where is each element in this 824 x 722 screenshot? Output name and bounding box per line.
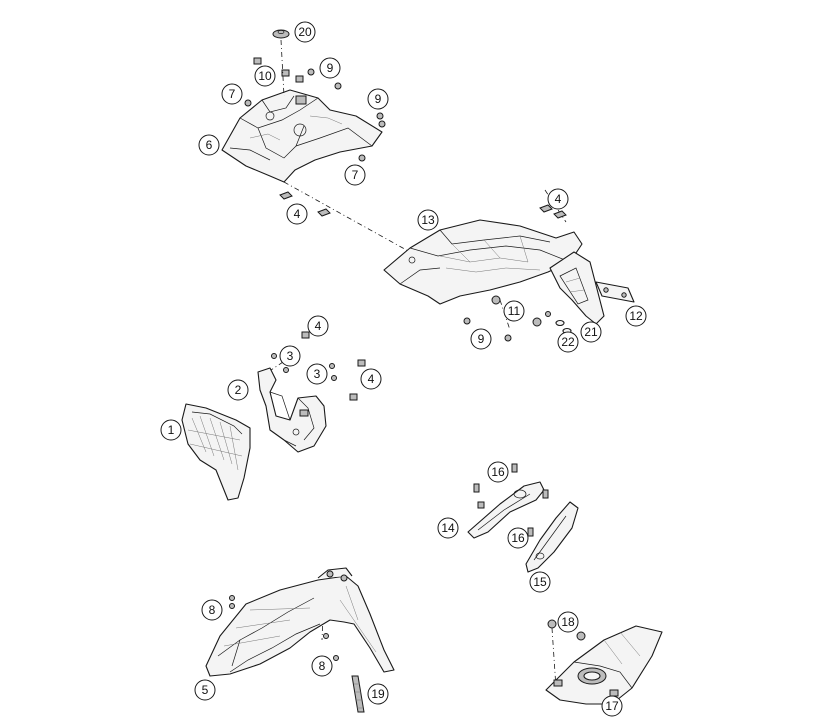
callout-20: 20 — [294, 21, 316, 43]
fasteners-group-middle-right — [473, 463, 549, 537]
part-1-number-plate — [181, 403, 251, 501]
svg-text:4: 4 — [555, 192, 562, 206]
callout-21: 21 — [580, 321, 602, 343]
callout-2: 2 — [227, 379, 249, 401]
callout-7: 7 — [344, 164, 366, 186]
svg-text:16: 16 — [491, 465, 505, 479]
callout-19: 19 — [367, 683, 389, 705]
part-7-screw — [244, 99, 252, 107]
svg-text:7: 7 — [229, 87, 236, 101]
fasteners-group-top-left — [244, 29, 386, 217]
svg-text:12: 12 — [629, 309, 643, 323]
svg-text:8: 8 — [209, 603, 216, 617]
svg-text:8: 8 — [319, 659, 326, 673]
part-12-plate — [595, 281, 635, 303]
part-10-clip — [253, 57, 262, 65]
svg-text:4: 4 — [294, 207, 301, 221]
part-11-nut — [491, 295, 501, 305]
callout-4: 4 — [286, 203, 308, 225]
part-4-clip — [301, 331, 310, 339]
fasteners-group-bottom-left — [229, 595, 365, 713]
svg-text:17: 17 — [605, 699, 619, 713]
part-9-screw — [307, 68, 315, 76]
part-22-washer — [555, 319, 565, 327]
callout-16: 16 — [507, 527, 529, 549]
svg-text:15: 15 — [533, 575, 547, 589]
svg-text:21: 21 — [584, 325, 598, 339]
callout-22: 22 — [557, 331, 579, 353]
callout-8: 8 — [201, 599, 223, 621]
part-5-front-fender — [205, 567, 395, 677]
part-2-headlight-bracket — [257, 367, 327, 453]
callout-5: 5 — [194, 679, 216, 701]
part-14-side-trim — [467, 481, 545, 539]
fasteners-group-top-right — [463, 204, 635, 342]
callout-11: 11 — [503, 300, 525, 322]
svg-text:14: 14 — [441, 521, 455, 535]
part-19-strip — [351, 675, 365, 713]
callout-1: 1 — [160, 419, 182, 441]
callout-10: 10 — [254, 65, 276, 87]
fasteners-group-bottom-right — [547, 619, 586, 641]
part-15-side-trim — [525, 501, 579, 573]
svg-text:4: 4 — [315, 319, 322, 333]
callout-3: 3 — [306, 363, 328, 385]
part-17-rear-cover — [545, 625, 663, 705]
svg-text:10: 10 — [258, 69, 272, 83]
svg-text:13: 13 — [421, 213, 435, 227]
part-4-clip — [539, 204, 553, 213]
svg-text:3: 3 — [287, 349, 294, 363]
svg-text:9: 9 — [327, 61, 334, 75]
callout-17: 17 — [601, 695, 623, 717]
part-18-nut — [547, 619, 557, 629]
svg-text:20: 20 — [298, 25, 312, 39]
svg-text:9: 9 — [375, 92, 382, 106]
svg-text:4: 4 — [368, 372, 375, 386]
svg-text:2: 2 — [235, 383, 242, 397]
svg-text:3: 3 — [314, 367, 321, 381]
part-3-screw — [271, 353, 277, 359]
fasteners-group-middle-left — [271, 331, 366, 401]
svg-text:7: 7 — [352, 168, 359, 182]
part-20-grommet — [272, 29, 290, 39]
callout-7: 7 — [221, 83, 243, 105]
part-13-rear-rack — [383, 219, 605, 325]
callout-8: 8 — [311, 655, 333, 677]
svg-text:22: 22 — [561, 335, 575, 349]
callout-15: 15 — [529, 571, 551, 593]
part-6-rear-frame-cover — [221, 89, 383, 183]
callout-13: 13 — [417, 209, 439, 231]
callout-6: 6 — [198, 134, 220, 156]
callout-9: 9 — [367, 88, 389, 110]
callout-9: 9 — [319, 57, 341, 79]
callout-4: 4 — [547, 188, 569, 210]
callout-3: 3 — [279, 345, 301, 367]
callout-16: 16 — [487, 461, 509, 483]
part-4-clip — [279, 191, 293, 200]
svg-text:1: 1 — [168, 423, 175, 437]
svg-text:9: 9 — [478, 332, 485, 346]
svg-text:19: 19 — [371, 687, 385, 701]
part-16-screw — [473, 483, 480, 493]
svg-text:11: 11 — [508, 304, 521, 318]
callout-18: 18 — [557, 611, 579, 633]
svg-text:6: 6 — [206, 138, 213, 152]
part-8-screw — [229, 595, 235, 601]
svg-text:18: 18 — [561, 615, 575, 629]
svg-text:16: 16 — [511, 531, 525, 545]
callout-4: 4 — [307, 315, 329, 337]
callout-4: 4 — [360, 368, 382, 390]
callout-9: 9 — [470, 328, 492, 350]
svg-text:5: 5 — [202, 683, 209, 697]
callout-12: 12 — [625, 305, 647, 327]
callout-14: 14 — [437, 517, 459, 539]
